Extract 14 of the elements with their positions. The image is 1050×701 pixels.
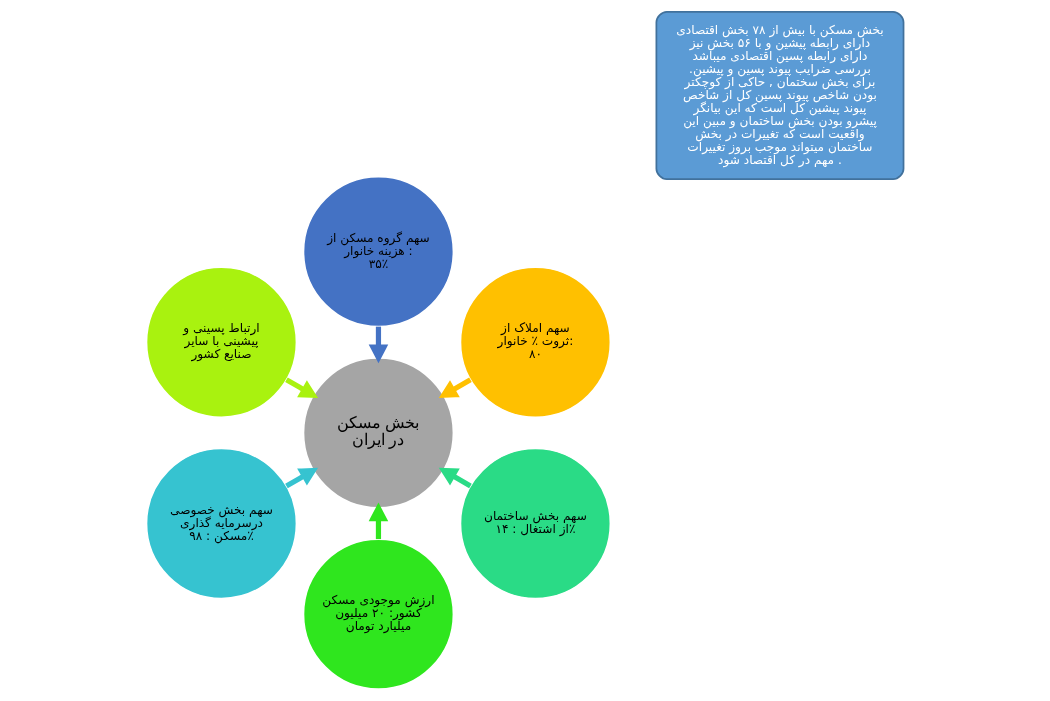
arrow [438, 377, 472, 399]
arrow [285, 377, 319, 399]
node-circle: ارزش موجودی مسکن کشور: ۲۰ میلیون میلیارد تومان [302, 538, 455, 690]
node-box: بخش مسکن با بیش از ۷۸ بخش اقتصادی دارای رابطه پیشین و با ۵۶ بخش نیز دارای رابطه پسین اقتصادی میباشد .بررسی ضرایب پیوند پسین و پیشین برای بخش سختمان , حاکی از کوچکتر بودن شاخص پیوند پسین کل از شاخص پیوند پیشین کل است که این بیانگر پیشرو بودن بخش ساختمان و مبین این واقعیت است که تغییرات در بخش ساختمان میتواند موجب بروز تغییرات مهم در کل اقتصاد شود . [655, 11, 905, 181]
arrow [285, 467, 319, 489]
node-circle: سهم بخش ساختمان از اشتغال : ۱۴٪ [459, 447, 612, 600]
node-circle: سهم املاک از ثروت ٪ خانوار: ۸۰ [459, 266, 612, 419]
node-circle: سهم گروه مسکن از هزینه خانوار : ۳۵٪ [302, 175, 455, 328]
node-circle: ارتباط پسینی و پیشینی با سایر صنایع کشور [145, 266, 298, 419]
node-circle: بخش مسکن در ایران [302, 357, 455, 509]
arrow [438, 467, 472, 489]
arrow [368, 502, 389, 540]
arrow [368, 326, 389, 364]
node-circle: سهم بخش خصوصی درسرمایه گذاری مسکن : ۹۸٪ [145, 447, 298, 600]
